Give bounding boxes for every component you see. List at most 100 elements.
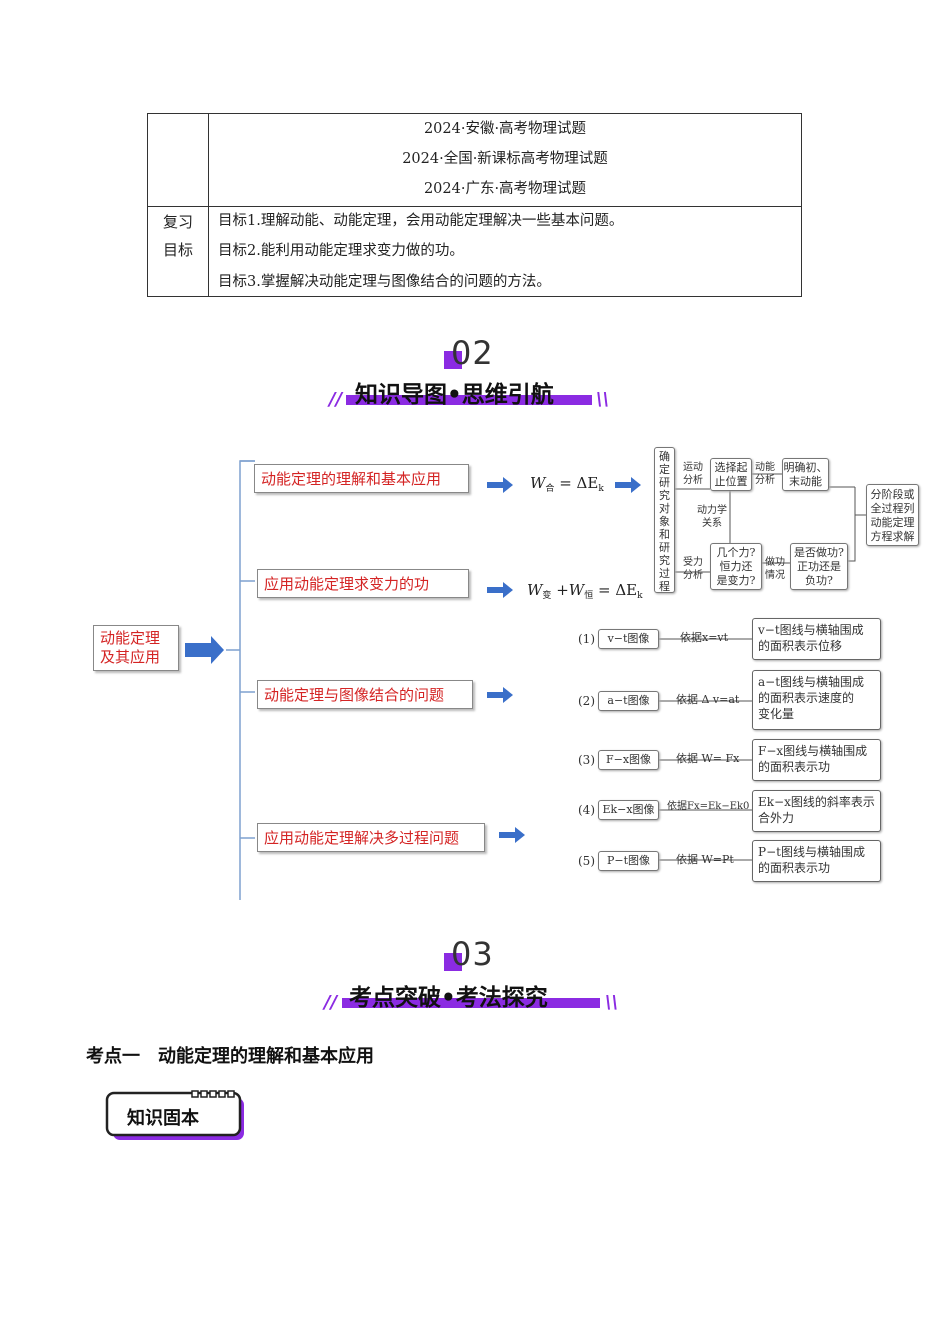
exp-line: a−t图线与横轴围成 — [758, 675, 865, 689]
mindmap-lines — [185, 460, 866, 900]
vertical-char: 研 — [659, 476, 670, 489]
graph-basis: 依据x=vt — [680, 631, 729, 644]
graph-explanation: P−t图线与横轴围成的面积表示功 — [752, 840, 881, 882]
exp-line: 的面积表示功 — [758, 861, 831, 875]
vertical-char: 确 — [659, 450, 670, 463]
tag-line: 动能 — [755, 462, 775, 473]
exp-line: P−t图线与横轴围成 — [758, 845, 865, 859]
box-line: 方程求解 — [870, 530, 915, 543]
tag-line: 分析 — [755, 475, 775, 486]
section-title: 考点突破•考法探究 — [349, 985, 548, 1011]
formula-part: k — [637, 591, 643, 601]
graph-index: (5) — [578, 854, 595, 868]
exp-line: 变化量 — [758, 707, 795, 721]
tag-line: 运动 — [683, 462, 703, 473]
formula-part: = ΔE — [559, 474, 599, 492]
decor-slash: \\ — [605, 992, 619, 1013]
flow-tag-motion: 运动分析 — [683, 461, 703, 487]
graph-type: v−t图像 — [598, 629, 659, 649]
section-number: 02 — [451, 334, 494, 372]
graph-type: F−x图像 — [598, 750, 659, 770]
vertical-char: 过 — [659, 567, 670, 580]
exp-line: F−x图线与横轴围成 — [758, 744, 868, 758]
exp-line: 合外力 — [758, 811, 795, 825]
formula-part: W — [530, 474, 546, 492]
formula-variable-work: W变 +W恒 = ΔEk — [527, 581, 643, 601]
decor-slash: \\ — [596, 389, 610, 410]
review-head: 复习 — [162, 213, 193, 231]
section-marker — [444, 351, 462, 369]
badge-label: 知识固本 — [127, 1108, 199, 1129]
flow-step-choose: 选择起止位置 — [710, 458, 752, 491]
graph-explanation: F−x图线与横轴围成的面积表示功 — [752, 739, 881, 781]
box-line: 恒力还 — [719, 560, 753, 573]
formula-net-work: W合 = ΔEk — [530, 474, 604, 494]
review-head: 目标 — [162, 241, 193, 259]
badge-frame — [105, 1090, 244, 1140]
flow-tag-relation: 动力学关系 — [697, 504, 727, 530]
tag-line: 动力学 — [697, 505, 727, 516]
goal-item: 目标3.掌握解决动能定理与图像结合的问题的方法。 — [218, 274, 551, 290]
box-line: 全过程列 — [870, 502, 915, 515]
tag-line: 关系 — [702, 518, 722, 529]
flow-step-solve: 分阶段或全过程列动能定理方程求解 — [866, 484, 919, 546]
box-line: 止位置 — [714, 475, 748, 488]
formula-part: k — [598, 484, 604, 494]
box-line: 几个力? — [716, 546, 756, 559]
flow-tag-work: 做功情况 — [765, 556, 785, 582]
exp-line: 的面积表示功 — [758, 760, 831, 774]
goal-item: 目标1.理解动能、动能定理，会用动能定理解决一些基本问题。 — [218, 213, 624, 229]
formula-part: 合 — [545, 484, 555, 494]
root-line: 及其应用 — [100, 648, 161, 666]
branch-multi-process: 应用动能定理解决多过程问题 — [257, 823, 485, 852]
flow-step-clarify: 明确初、末动能 — [782, 458, 829, 491]
root-line: 动能定理 — [100, 629, 161, 647]
box-line: 明确初、 — [783, 461, 828, 474]
graph-index: (1) — [578, 632, 595, 646]
formula-part: +W — [551, 581, 585, 599]
vertical-char: 定 — [659, 463, 670, 476]
section-marker — [444, 953, 462, 971]
box-line: 是变力? — [716, 574, 756, 587]
section-underline — [346, 395, 592, 405]
vertical-char: 究 — [659, 489, 670, 502]
vertical-char: 象 — [659, 515, 670, 528]
section-number: 03 — [451, 935, 494, 973]
graph-type: a−t图像 — [598, 691, 659, 711]
flow-tag-energy: 动能分析 — [755, 461, 775, 487]
section-underline — [342, 998, 600, 1008]
vertical-char: 究 — [659, 554, 670, 567]
branch-graph: 动能定理与图像结合的问题 — [257, 680, 473, 709]
graph-basis: 依据 W=Pt — [676, 853, 734, 866]
exp-line: Ek−x图线的斜率表示 — [758, 795, 875, 809]
exp-line: v−t图线与横轴围成 — [758, 623, 864, 637]
box-line: 动能定理 — [870, 516, 915, 529]
flow-tag-force: 受力分析 — [683, 556, 703, 582]
tag-line: 分析 — [683, 475, 703, 486]
box-line: 正功还是 — [797, 560, 841, 573]
graph-type: Ek−x图像 — [598, 800, 659, 820]
decor-slash: // — [329, 389, 343, 410]
flow-step-determine: 确定研究对象和研究过程 — [654, 447, 675, 593]
formula-part: 变 — [542, 591, 552, 601]
vertical-char: 程 — [659, 580, 670, 593]
box-line: 末动能 — [789, 475, 822, 488]
branch-variable-force: 应用动能定理求变力的功 — [257, 569, 469, 598]
box-line: 选择起 — [714, 461, 748, 474]
kaodian-heading: 考点一 动能定理的理解和基本应用 — [86, 1046, 374, 1067]
flow-step-dowork: 是否做功?正功还是负功? — [790, 543, 848, 590]
exp-line: 的面积表示速度的 — [758, 691, 855, 705]
exp-line: 的面积表示位移 — [758, 639, 843, 653]
box-line: 分阶段或 — [870, 488, 915, 501]
section-title: 知识导图•思维引航 — [355, 382, 554, 408]
graph-index: (4) — [578, 803, 595, 817]
graph-index: (2) — [578, 694, 595, 708]
exam-item: 2024·安徽·高考物理试题 — [423, 121, 587, 137]
tag-line: 情况 — [765, 570, 785, 581]
decor-slash: // — [324, 992, 338, 1013]
graph-explanation: v−t图线与横轴围成的面积表示位移 — [752, 618, 881, 660]
vertical-char: 对 — [659, 502, 670, 515]
tag-line: 分析 — [683, 570, 703, 581]
graph-basis: 依据 W= Fx — [676, 752, 740, 765]
exam-table: 2024·安徽·高考物理试题 2024·全国·新课标高考物理试题 2024·广东… — [147, 113, 802, 297]
